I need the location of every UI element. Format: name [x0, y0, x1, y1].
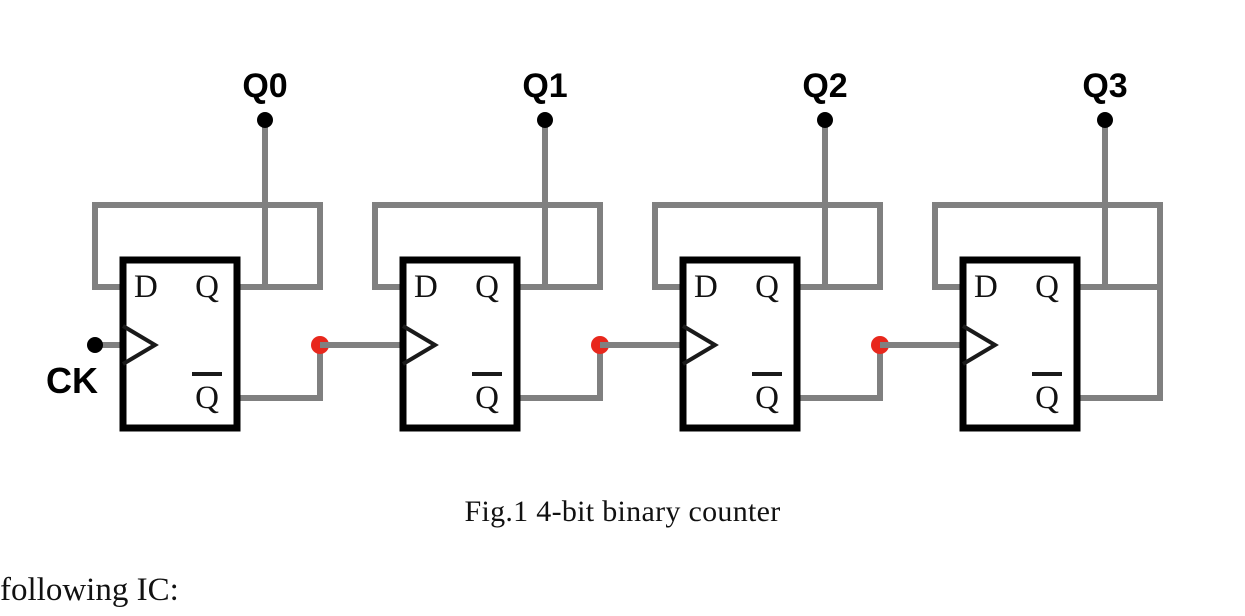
- output-label-q1: Q1: [522, 67, 567, 105]
- qbar-wire-0: [237, 345, 323, 401]
- figure-caption: Fig.1 4-bit binary counter: [464, 495, 781, 528]
- flipflop-d-label-0: D: [134, 269, 158, 305]
- output-label-q3: Q3: [1082, 67, 1127, 105]
- flipflop-box-1: [399, 256, 521, 432]
- clock-edge-triangle-icon-1: [401, 324, 439, 366]
- flipflop-stage-0: D Q Q Q0: [92, 67, 400, 432]
- output-terminal-dot-2: [817, 112, 833, 128]
- flipflop-qbar-label-2: Q: [755, 380, 779, 416]
- feedback-wire-q-to-d-3: [932, 202, 1163, 290]
- output-terminal-dot-0: [257, 112, 273, 128]
- flipflop-box-2: [679, 256, 801, 432]
- circuit-schematic: D Q Q Q0 D Q Q Q1: [46, 67, 1163, 432]
- flipflop-stage-3: D Q Q Q3: [932, 67, 1163, 432]
- clock-edge-triangle-icon-0: [121, 324, 159, 366]
- output-terminal-dot-1: [537, 112, 553, 128]
- flipflop-stage-2: D Q Q Q2: [652, 67, 960, 432]
- output-label-q2: Q2: [802, 67, 847, 105]
- feedback-wire-q-to-d-1: [372, 202, 603, 290]
- clock-terminal-dot: [87, 337, 103, 353]
- feedback-wire-q-to-d-0: [92, 202, 323, 290]
- flipflop-d-label-2: D: [694, 269, 718, 305]
- flipflop-box-3: [959, 256, 1081, 432]
- flipflop-stage-1: D Q Q Q1: [372, 67, 680, 432]
- clock-input-label: CK: [46, 360, 98, 401]
- clock-edge-triangle-icon-3: [961, 324, 999, 366]
- flipflop-qbar-label-3: Q: [1035, 380, 1059, 416]
- output-terminal-dot-3: [1097, 112, 1113, 128]
- flipflop-q-label-3: Q: [1035, 269, 1059, 305]
- qbar-wire-1: [517, 345, 603, 401]
- flipflop-box-0: [119, 256, 241, 432]
- clock-edge-triangle-icon-2: [681, 324, 719, 366]
- flipflop-d-label-3: D: [974, 269, 998, 305]
- body-paragraph-text: following IC:: [0, 572, 179, 608]
- figure-circuit-diagram: D Q Q Q0 D Q Q Q1: [46, 67, 1163, 432]
- qbar-wire-2: [797, 345, 883, 401]
- flipflop-q-label-2: Q: [755, 269, 779, 305]
- flipflop-q-label-0: Q: [195, 269, 219, 305]
- flipflop-qbar-label-0: Q: [195, 380, 219, 416]
- clock-input-terminal: CK: [46, 337, 103, 401]
- flipflop-q-label-1: Q: [475, 269, 499, 305]
- flipflop-qbar-label-1: Q: [475, 380, 499, 416]
- feedback-wire-q-to-d-2: [652, 202, 883, 290]
- qbar-wire-3: [1077, 205, 1163, 401]
- output-label-q0: Q0: [242, 67, 287, 105]
- flipflop-d-label-1: D: [414, 269, 438, 305]
